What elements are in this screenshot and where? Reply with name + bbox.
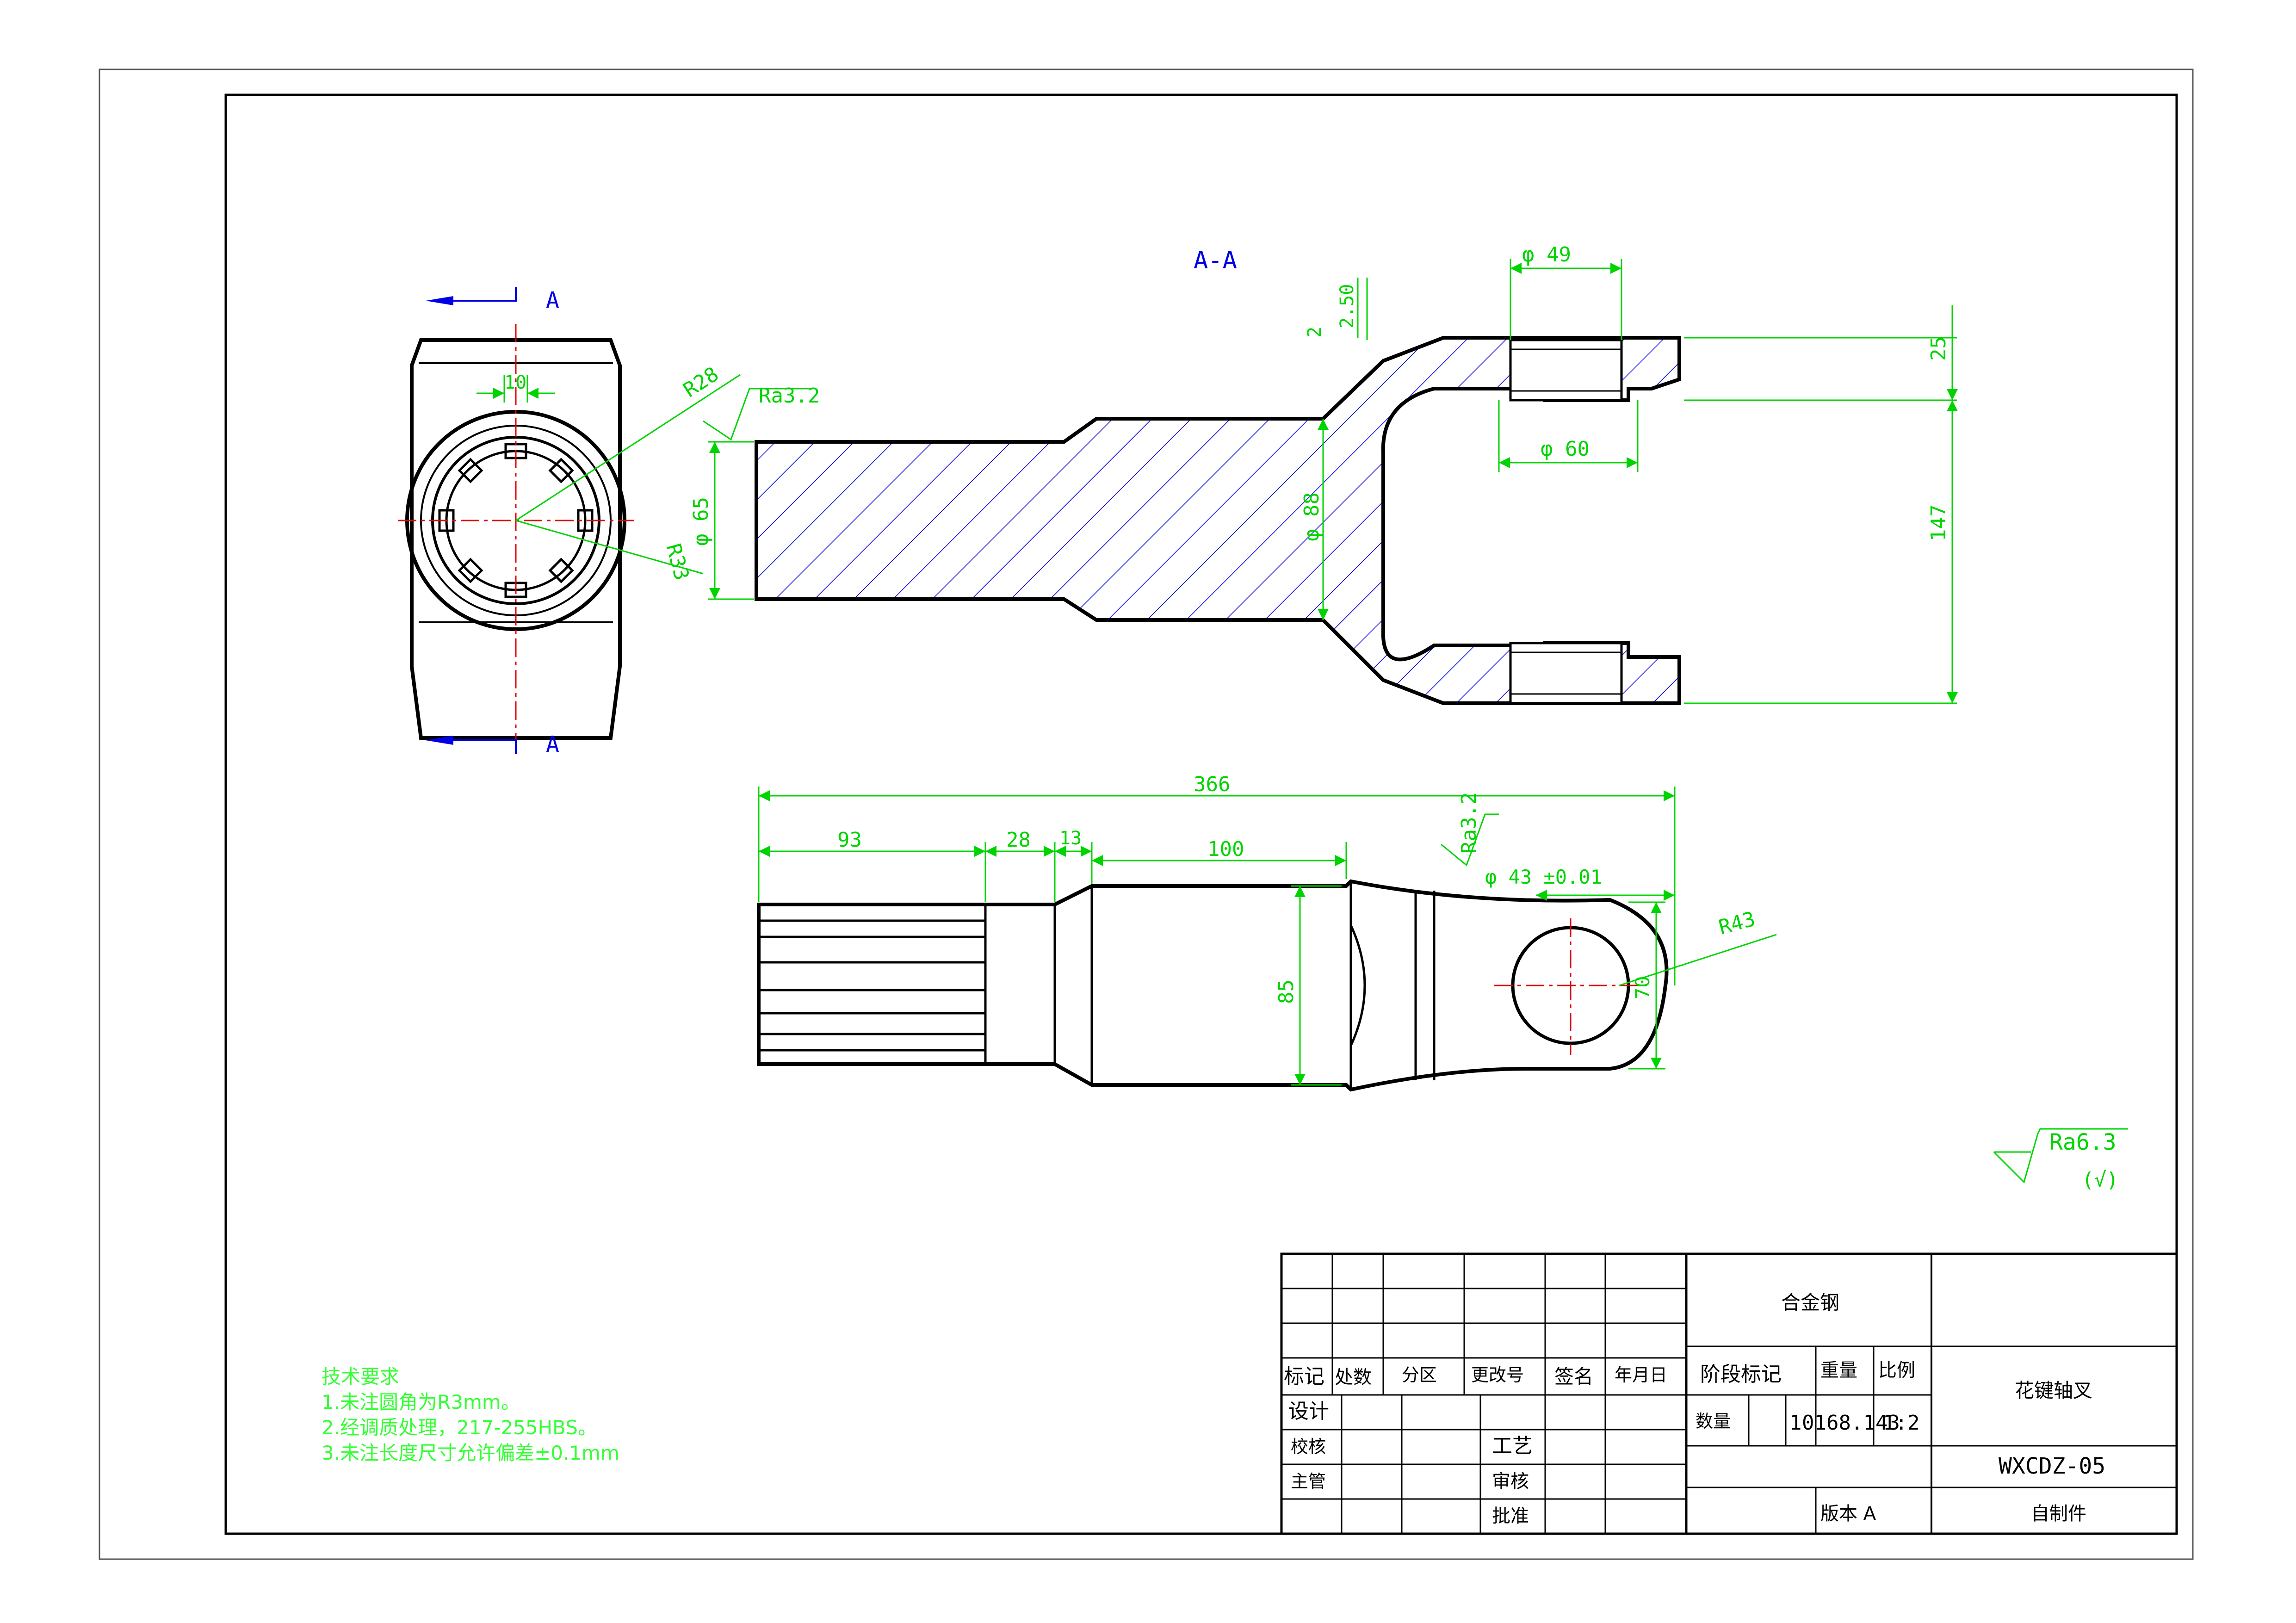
bore-inner-dim: φ 60 xyxy=(1541,437,1590,461)
revision-header: 处数 xyxy=(1335,1367,1372,1388)
weight-value: 0168.143 xyxy=(1802,1411,1900,1435)
qty-value: 1 xyxy=(1789,1411,1802,1435)
roughness-other: (√) xyxy=(2082,1168,2118,1192)
inner-frame xyxy=(224,93,2178,1535)
note-item: 1.未注圆角为R3mm。 xyxy=(322,1391,520,1413)
side-view: 366 93 28 13 100 φ 43 ±0.01 R43 70 85 Ra… xyxy=(757,773,1777,1092)
note-item: 3.未注长度尺寸允许偏差±0.1mm xyxy=(322,1442,619,1464)
step-dim: 2 xyxy=(1304,327,1325,338)
end-view-outer-radius-dim: R28 xyxy=(679,362,723,402)
technical-notes: 技术要求 1.未注圆角为R3mm。 2.经调质处理，217-255HBS。 3.… xyxy=(322,1365,619,1464)
section-marker-bottom: A xyxy=(546,731,559,757)
outer-border xyxy=(99,68,2194,1560)
end-view-width-dim: 10 xyxy=(504,372,526,393)
section-view: φ 65 φ 88 φ 49 φ 60 2.50 2 25 147 xyxy=(689,243,1958,705)
revision-header: 标记 xyxy=(1284,1365,1324,1388)
thickness-top-dim: 2.50 xyxy=(1337,284,1358,328)
body-height-dim: 85 xyxy=(1275,979,1298,1004)
spline-length-dim: 93 xyxy=(837,828,862,852)
neck-length-dim: 28 xyxy=(1006,828,1031,852)
body-length-dim: 100 xyxy=(1207,837,1244,861)
surface-roughness-symbol: Ra6.3 (√) xyxy=(1993,1128,2128,1192)
revision-header: 分区 xyxy=(1402,1365,1437,1385)
dia-shaft-dim: φ 65 xyxy=(689,497,713,546)
version: 版本 A xyxy=(1820,1503,1876,1524)
revision-header: 年月日 xyxy=(1615,1365,1667,1385)
stage-label: 阶段标记 xyxy=(1700,1363,1782,1386)
source: 自制件 xyxy=(2031,1503,2086,1524)
scale-value: 1:2 xyxy=(1883,1411,1919,1435)
qty-label: 数量 xyxy=(1696,1411,1731,1431)
approval-label: 批准 xyxy=(1492,1505,1529,1527)
approval-label: 工艺 xyxy=(1492,1434,1533,1458)
overall-length-dim: 366 xyxy=(1194,773,1230,796)
hole-dia-dim: φ 43 ±0.01 xyxy=(1485,866,1602,888)
end-view-roughness: Ra3.2 xyxy=(759,384,820,408)
section-title: A-A xyxy=(1194,247,1237,274)
side-roughness: Ra3.2 xyxy=(1457,793,1481,854)
revision-header: 签名 xyxy=(1554,1365,1593,1388)
ear-dim: 25 xyxy=(1927,336,1950,361)
dia-body-dim: φ 88 xyxy=(1300,492,1324,541)
ear-width-dim: 70 xyxy=(1631,976,1654,999)
role-label: 设计 xyxy=(1288,1400,1329,1423)
scale-label: 比例 xyxy=(1878,1360,1915,1381)
weight-label: 重量 xyxy=(1820,1360,1857,1381)
note-item: 2.经调质处理，217-255HBS。 xyxy=(322,1416,597,1439)
material: 合金钢 xyxy=(1781,1291,1839,1314)
roughness-value: Ra6.3 xyxy=(2049,1129,2117,1155)
role-label: 主管 xyxy=(1291,1471,1326,1492)
title-block-text: 合金钢 花键轴叉 WXCDZ-05 自制件 标记 处数 分区 更改号 签名 年月… xyxy=(1284,1291,2105,1527)
part-name: 花键轴叉 xyxy=(2015,1379,2092,1402)
bore-top-dim: φ 49 xyxy=(1522,243,1571,266)
step-length-dim: 13 xyxy=(1059,828,1082,849)
section-marker-top: A xyxy=(546,287,559,313)
notes-heading: 技术要求 xyxy=(322,1365,399,1388)
end-view-inner-radius-dim: R33 xyxy=(661,541,693,583)
drawing-number: WXCDZ-05 xyxy=(1999,1453,2105,1479)
revision-header: 更改号 xyxy=(1471,1365,1524,1385)
role-label: 校核 xyxy=(1291,1437,1326,1457)
ear-radius-dim: R43 xyxy=(1716,907,1758,940)
fork-height-dim: 147 xyxy=(1927,505,1950,541)
title-block xyxy=(1280,1252,2178,1535)
approval-label: 审核 xyxy=(1492,1471,1529,1492)
